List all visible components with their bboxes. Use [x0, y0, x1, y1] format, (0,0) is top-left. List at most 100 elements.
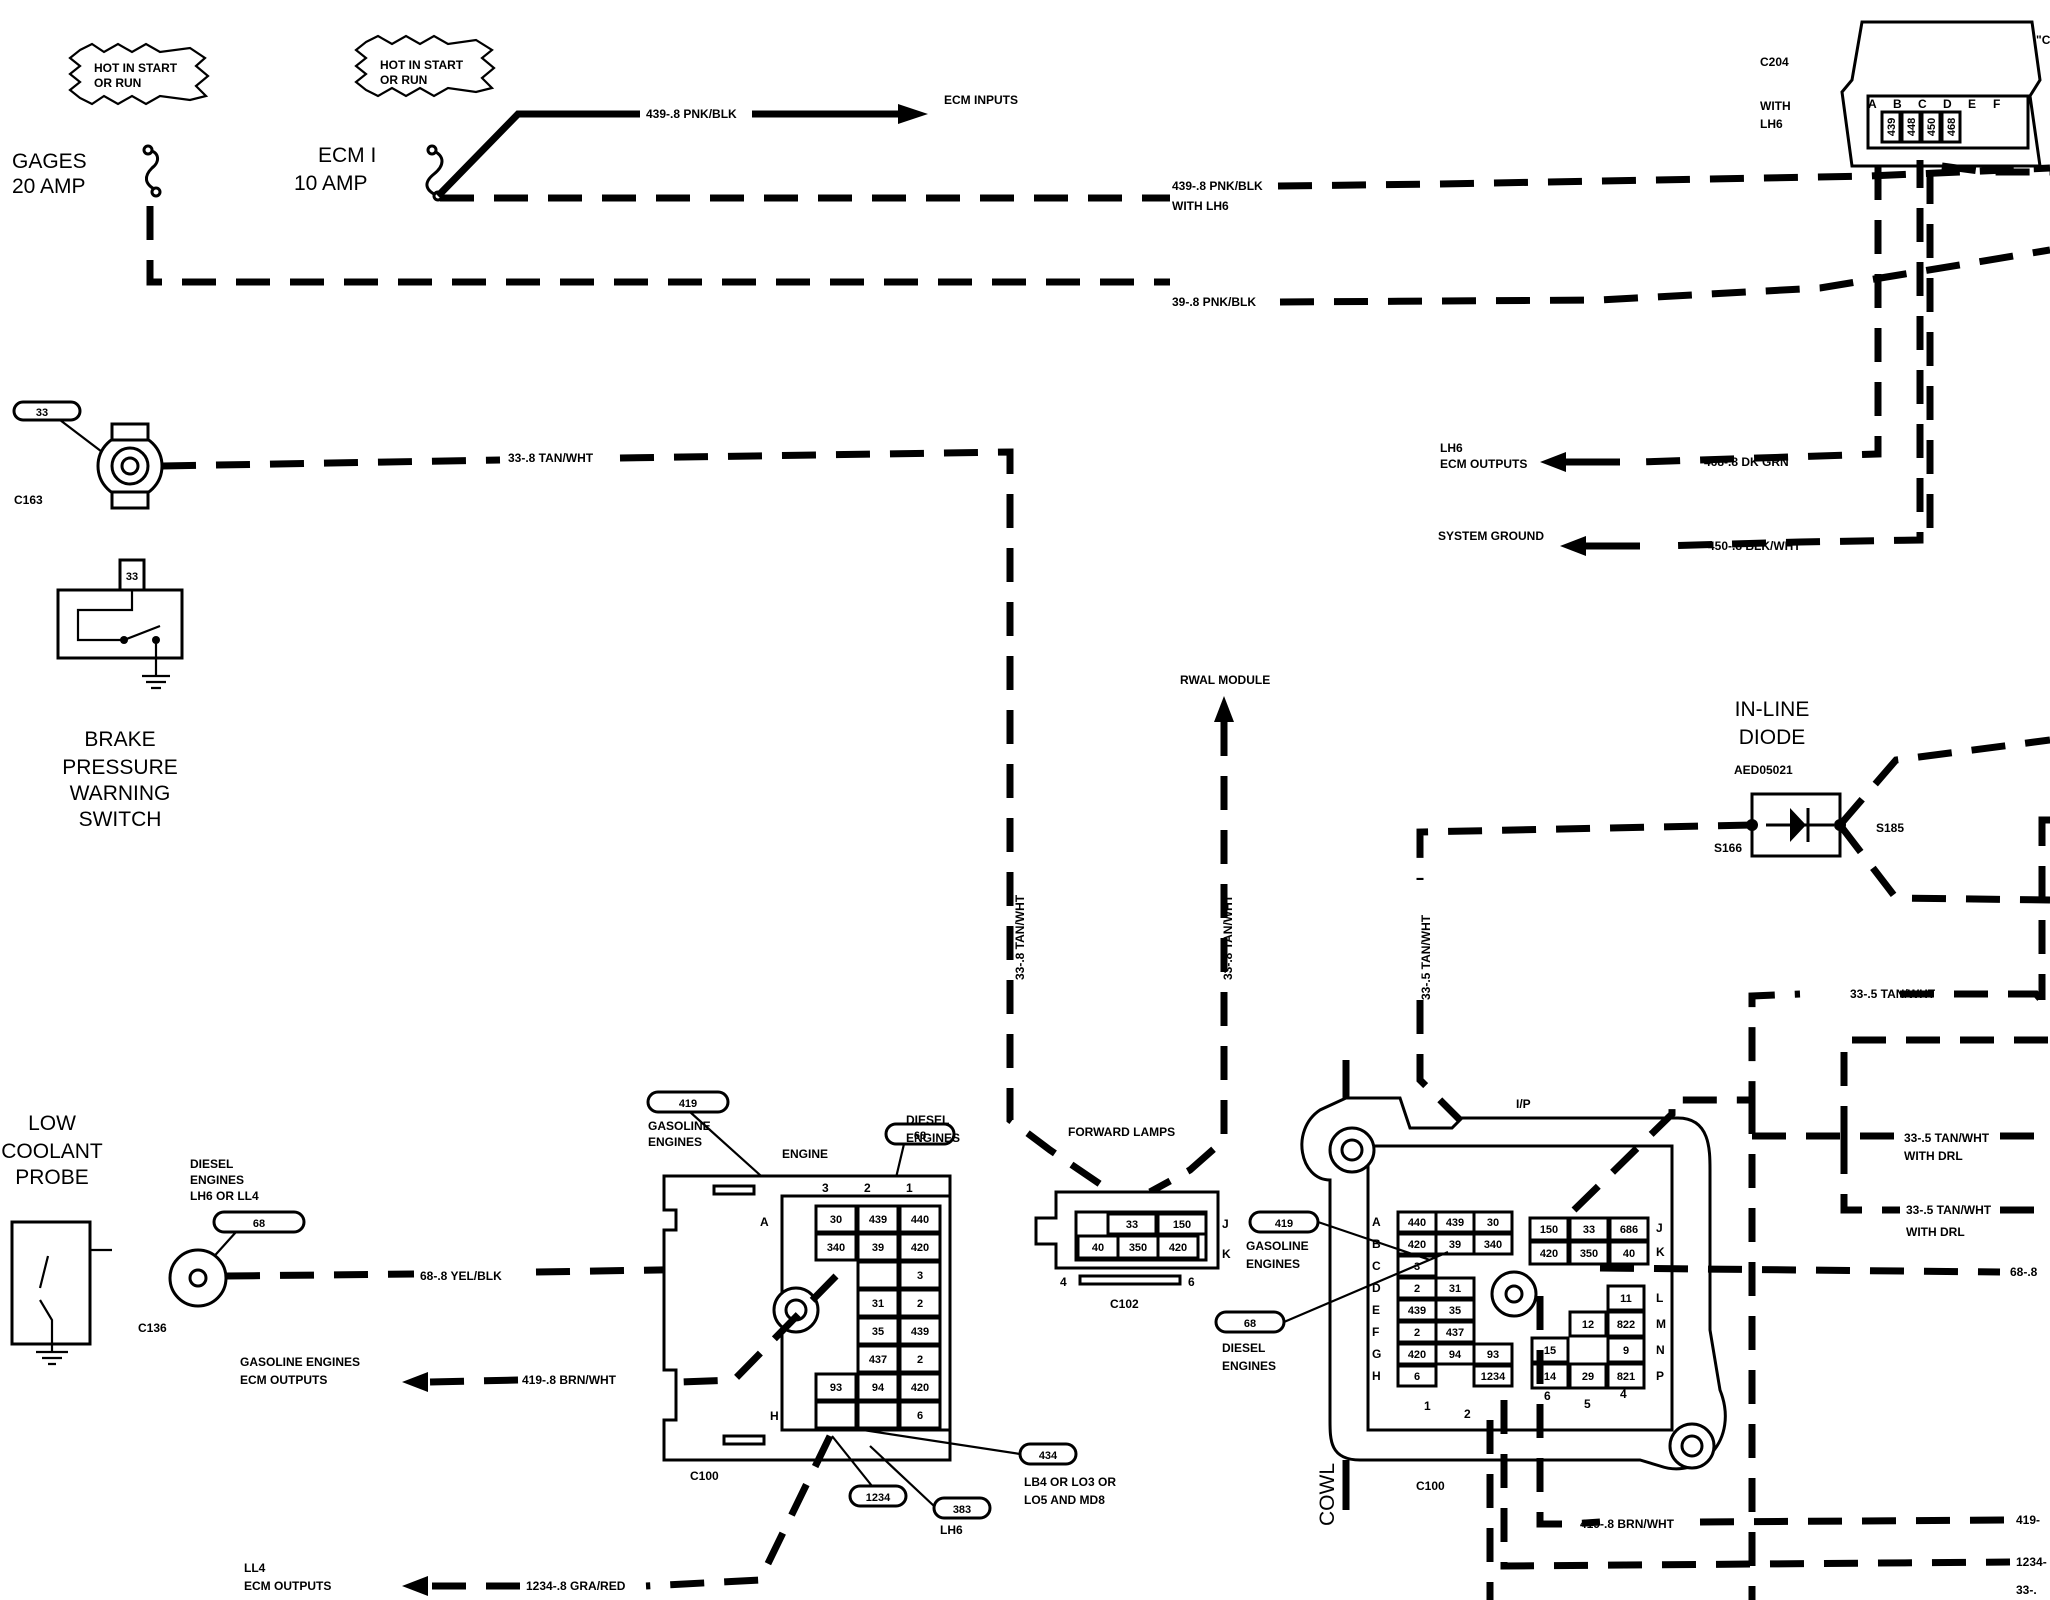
label-33-vert-right: 33-.8 TAN/WHT [1221, 894, 1235, 980]
wire-33-5-diode [1416, 821, 1753, 880]
c100-right-header: I/P [1516, 1097, 1531, 1111]
c100-left-cell-340-cavity [814, 1232, 858, 1262]
c102-cell-33: 33 [1126, 1219, 1138, 1231]
c204-pin-e: E [1968, 97, 1976, 111]
c100-left-callout-1234: 1234 [866, 1492, 891, 1504]
c100-right-label-j: J [1656, 1221, 1663, 1235]
c100-right-cell-340-cavity [1472, 1232, 1514, 1256]
arrow-lh6-ecm [1540, 452, 1566, 472]
c204-circuit-448-cavity [1900, 110, 1922, 144]
wire-33-tan-wht [161, 456, 501, 470]
c100-right-cell-340: 340 [1484, 1239, 1502, 1251]
in-line-diode: IN-LINE DIODE AED05021 S166 S185 [1714, 698, 1904, 858]
c100-left-diesel-engines: ENGINES [906, 1131, 960, 1145]
hot-burst-left [68, 42, 210, 106]
c100-engine-connector: 419 GASOLINE ENGINES 68 DIESEL ENGINES E… [646, 1090, 1116, 1537]
c100-right-mid-9: 9 [1623, 1345, 1629, 1357]
hot-label-line1: HOT IN START [380, 58, 464, 72]
c100-right-top-150: 150 [1540, 1224, 1558, 1236]
label-39: 39-.8 PNK/BLK [1172, 295, 1256, 309]
label-33-edge: 33-. [2016, 1583, 2037, 1597]
hot-burst-right [354, 34, 496, 98]
c100-left-cell-6-cavity [898, 1400, 942, 1430]
c100-left-cell-2: 2 [917, 1298, 923, 1310]
c100-right-mid-29-cavity [1568, 1362, 1608, 1390]
label-c136: C136 [138, 1321, 167, 1335]
arrow-rwal [1214, 696, 1234, 722]
c100-left-cell-420-cavity [898, 1372, 942, 1402]
c204-pin-d: D [1943, 97, 1952, 111]
c100-right-mid-29: 29 [1582, 1371, 1594, 1383]
c204-circuit-450-cavity [1920, 110, 1942, 144]
c100-left-empty-cavity [814, 1400, 858, 1430]
c100-right-label-l: L [1656, 1291, 1663, 1305]
c100-right-cell-93-cavity [1472, 1342, 1514, 1366]
c100-right-top-686: 686 [1620, 1224, 1638, 1236]
label-33-5-drl2: 33-.5 TAN/WHT [1906, 1203, 1992, 1217]
label-with-drl1: WITH DRL [1904, 1149, 1963, 1163]
c100-right-callout-419: 419 [1275, 1218, 1293, 1230]
c100-right-mid-11: 11 [1620, 1293, 1632, 1305]
c102-cell-150: 150 [1173, 1219, 1191, 1231]
wire-1234-gra-red [645, 1434, 834, 1590]
ecm-fuse-name: ECM I [318, 144, 376, 167]
c100-left-cell-94-cavity [856, 1372, 900, 1402]
c100-right-top-420-cavity [1528, 1240, 1570, 1266]
label-439-top: 439-.8 PNK/BLK [646, 107, 737, 121]
low-coolant-probe: LOW COOLANT PROBE DIESEL ENGINES LH6 OR … [1, 1112, 306, 1366]
label-forward-lamps: FORWARD LAMPS [1068, 1125, 1175, 1139]
wire-39-pnk-blk [146, 206, 1170, 286]
c100-left-cell-35-cavity [856, 1316, 900, 1346]
label-ll4-ecm: ECM OUTPUTS [244, 1579, 331, 1593]
c100-right-cell-30: 30 [1487, 1217, 1499, 1229]
label-with-drl2: WITH DRL [1906, 1225, 1965, 1239]
label-1234-edge: 1234- [2016, 1555, 2047, 1569]
label-419-left: 419-.8 BRN/WHT [522, 1373, 617, 1387]
c100-right-cell-94: 94 [1449, 1349, 1462, 1361]
wire-468-dk-grn [1639, 166, 1882, 466]
coolant-note-line2: ENGINES [190, 1173, 244, 1187]
c204-pin-f: F [1993, 97, 2000, 111]
c100-left-cell-3-cavity [898, 1260, 942, 1290]
c100-right-diesel: DIESEL [1222, 1341, 1265, 1355]
c100-right-cell-31: 31 [1449, 1283, 1461, 1295]
c100-right-top-350-cavity [1568, 1240, 1610, 1266]
c102-pin-k: K [1222, 1247, 1231, 1261]
c100-right-top-420: 420 [1540, 1248, 1558, 1260]
c100-right-top-33: 33 [1583, 1224, 1595, 1236]
c100-left-cell-437: 437 [869, 1354, 887, 1366]
c100-right-label-k: K [1656, 1245, 1665, 1259]
c100-right-mid-821-cavity [1606, 1362, 1646, 1390]
c100-right-mid-9-cavity [1606, 1336, 1646, 1364]
c102-cell-420: 420 [1169, 1242, 1187, 1254]
c100-right-row-e: E [1372, 1303, 1380, 1317]
c100-right-cell-439: 439 [1408, 1305, 1426, 1317]
c100-right-diesel-engines: ENGINES [1222, 1359, 1276, 1373]
c100-right-cell-31-cavity [1434, 1276, 1476, 1300]
c204-pin-c: C [1918, 97, 1927, 111]
c204-note-line1: WITH [1760, 99, 1791, 113]
c100-right-cell-3: 3 [1414, 1261, 1420, 1273]
c100-left-row-h: H [770, 1409, 779, 1423]
label-c163: C163 [14, 493, 43, 507]
c100-right-label-m: M [1656, 1317, 1666, 1331]
gages-fuse-symbol [145, 148, 159, 192]
c100-right-mid-821: 821 [1617, 1371, 1635, 1383]
c100-left-header: ENGINE [782, 1147, 828, 1161]
c100-right-cell-35-cavity [1434, 1298, 1476, 1322]
label-gas-ecm-line2: ECM OUTPUTS [240, 1373, 327, 1387]
c100-right-cell-2: 2 [1414, 1327, 1420, 1339]
wire-419-brn-wht-left [679, 1273, 839, 1386]
c100-right-pin-2: 2 [1464, 1407, 1471, 1421]
c100-right-mid-11-cavity [1606, 1284, 1646, 1312]
brake-callout-33: 33 [36, 407, 48, 419]
c100-left-cell-39: 39 [872, 1242, 884, 1254]
c102-pin-6: 6 [1188, 1275, 1195, 1289]
c100-left-cell-6: 6 [917, 1410, 923, 1422]
c100-right-row-g: G [1372, 1347, 1381, 1361]
c100-left-cell-439-cavity [898, 1316, 942, 1346]
c100-right-top-150-cavity [1528, 1216, 1570, 1242]
c100-right-cell-35: 35 [1449, 1305, 1461, 1317]
